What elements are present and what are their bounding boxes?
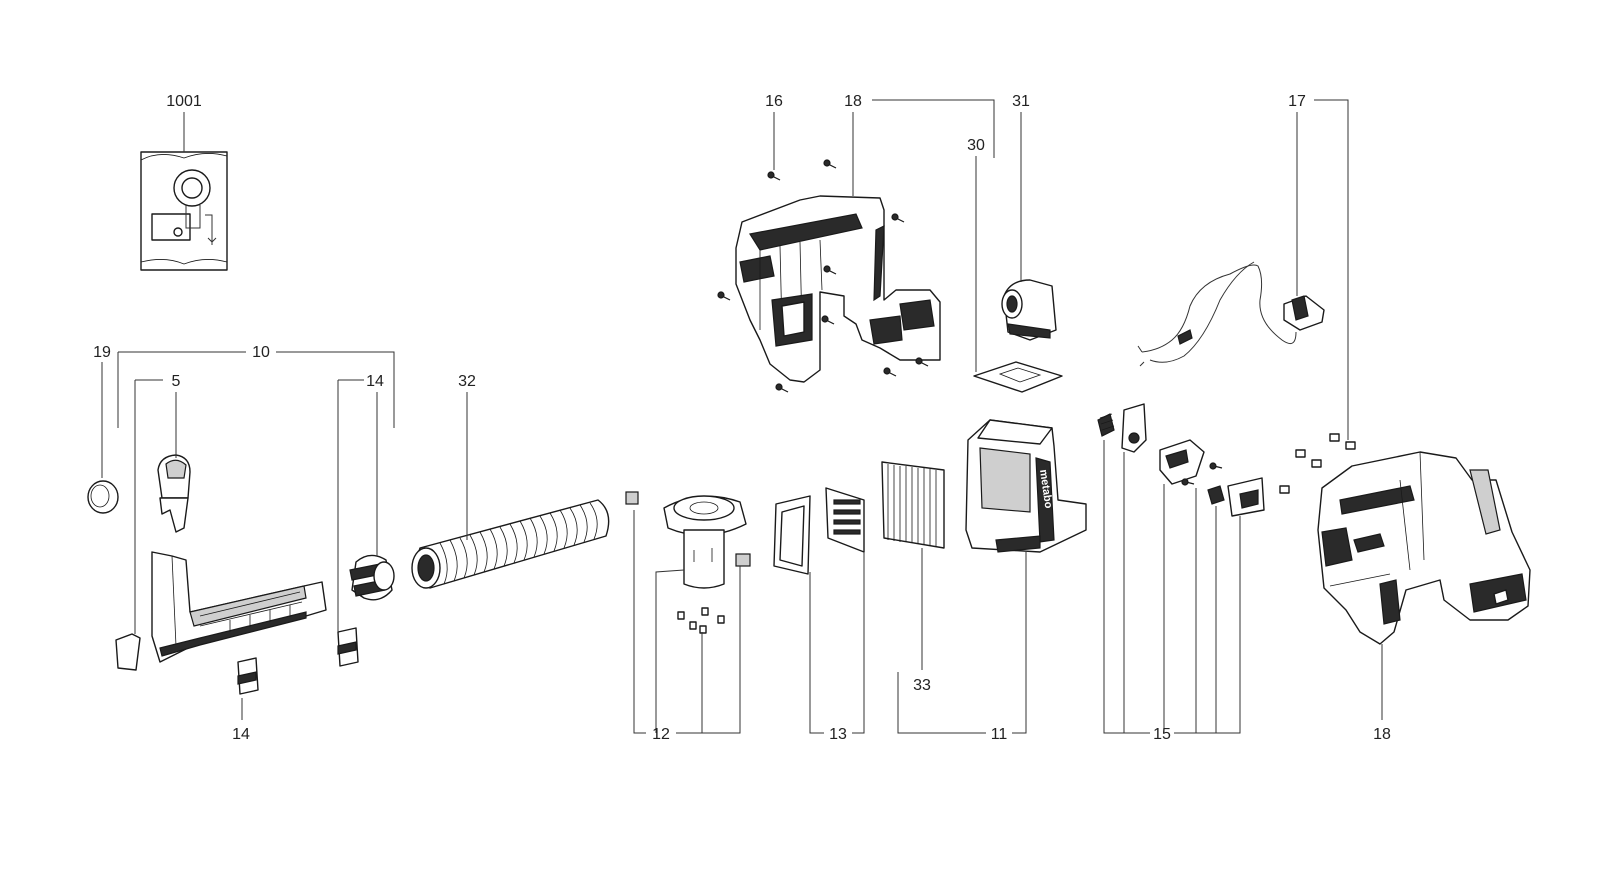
part-11-dust-container: metabo — [965, 419, 1087, 553]
part-32-hose — [411, 499, 610, 589]
part-31-elbow — [1001, 279, 1057, 341]
part-5-nozzle — [115, 454, 191, 671]
label-5: 5 — [172, 373, 181, 390]
part-14-clip-upper — [349, 554, 395, 601]
label-13: 13 — [829, 726, 847, 743]
leader-lines — [101, 99, 1383, 734]
part-19-cap — [87, 480, 119, 514]
part-1001-wiring-card — [140, 151, 228, 271]
label-1001: 1001 — [166, 93, 202, 110]
brand-logo: metabo — [1037, 469, 1054, 510]
label-17: 17 — [1288, 93, 1306, 110]
label-14-lower: 14 — [232, 726, 250, 743]
part-13-filter-frame — [773, 487, 865, 575]
part-30-seal-plate — [973, 361, 1063, 393]
label-18-right: 18 — [1373, 726, 1391, 743]
label-32: 32 — [458, 373, 476, 390]
label-16: 16 — [765, 93, 783, 110]
label-11: 11 — [991, 726, 1008, 743]
part-14-clip-lower — [237, 627, 359, 695]
part-15-switch-parts — [1097, 403, 1265, 517]
part-18-main-housing — [1317, 451, 1531, 645]
label-30: 30 — [967, 137, 985, 154]
label-33: 33 — [913, 677, 931, 694]
part-17-cable — [1137, 261, 1325, 367]
label-31: 31 — [1012, 93, 1030, 110]
part-12-fan-motor — [625, 491, 751, 634]
label-14-upper: 14 — [366, 373, 384, 390]
label-12: 12 — [652, 726, 670, 743]
label-19: 19 — [93, 344, 111, 361]
label-18-top: 18 — [844, 93, 862, 110]
part-18-upper-housing — [735, 195, 941, 383]
part-10-arm — [151, 551, 327, 663]
part-labels: 1001 19 10 5 14 14 32 12 13 11 33 16 18 … — [93, 93, 1391, 743]
part-16-screws — [717, 159, 929, 393]
part-33-pleated-filter — [881, 461, 945, 549]
label-10: 10 — [252, 344, 270, 361]
part-18-pins — [1279, 433, 1356, 494]
label-15: 15 — [1153, 726, 1171, 743]
